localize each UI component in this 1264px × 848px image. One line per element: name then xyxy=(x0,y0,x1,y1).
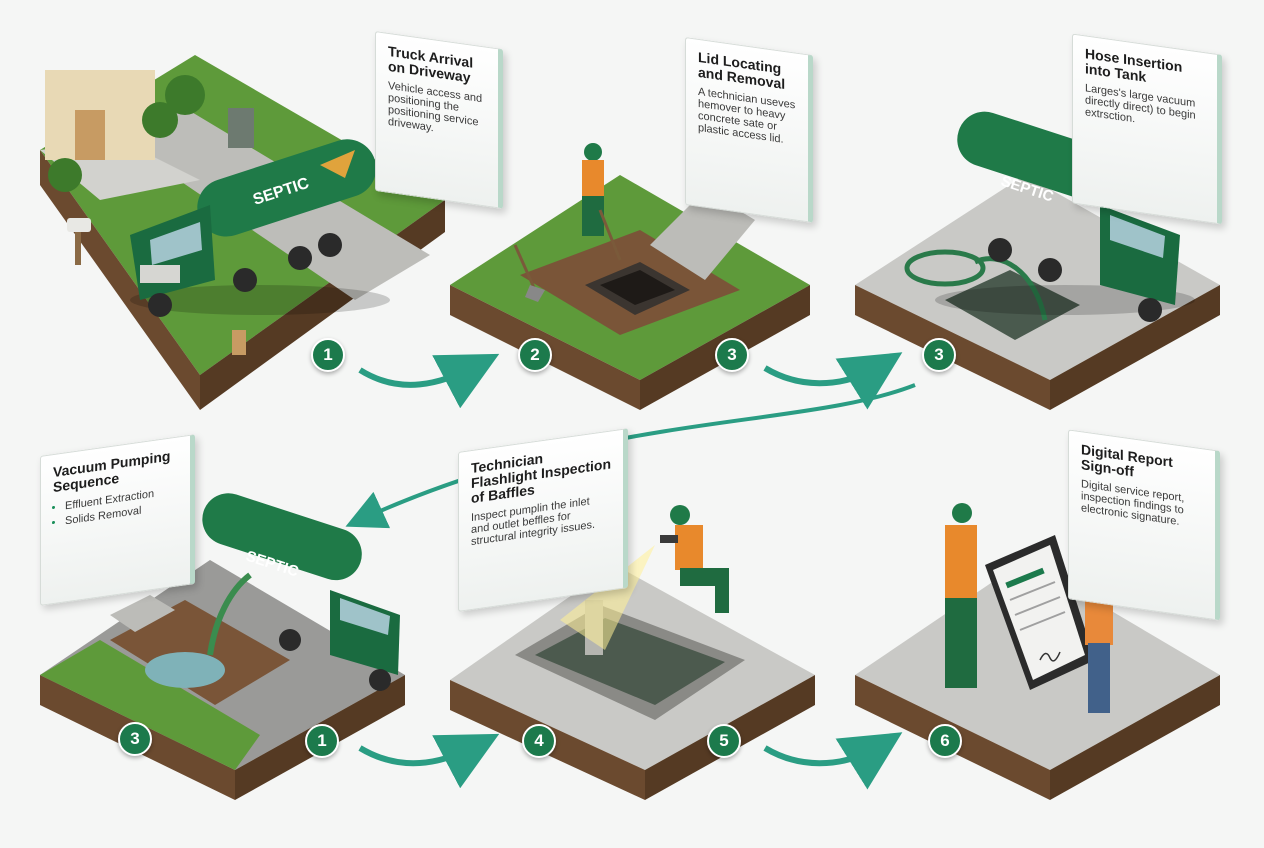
arrow-2-3 xyxy=(763,352,903,410)
vacuum-hose xyxy=(207,572,252,656)
step-card-flashlight-inspection: Technician Flashlight Inspection of Baff… xyxy=(458,428,628,612)
bush xyxy=(142,102,178,138)
bush xyxy=(165,75,205,115)
bush xyxy=(48,158,82,192)
arrow-1-2 xyxy=(358,353,500,409)
step-card-vacuum-pumping: Vacuum Pumping Sequence Effluent Extract… xyxy=(40,434,195,606)
technician xyxy=(582,143,622,261)
septic-truck: SEPTIC xyxy=(130,139,390,317)
fence-post xyxy=(232,330,246,355)
trash-bin xyxy=(228,108,254,148)
technician xyxy=(660,505,729,613)
step-badge: 1 xyxy=(305,724,339,758)
concrete-lid xyxy=(650,190,755,280)
mailbox-post xyxy=(75,225,81,265)
step-description: Vehicle access and positioning the posit… xyxy=(388,79,483,135)
step-badge: 2 xyxy=(518,338,552,372)
tile-digital-signoff xyxy=(855,503,1220,800)
step-badge: 1 xyxy=(311,338,345,372)
septic-tank xyxy=(145,652,225,688)
mailbox xyxy=(67,218,91,232)
shovel xyxy=(513,244,537,291)
tile-driveway: SEPTIC xyxy=(40,55,445,410)
step-card-lid-removal: Lid Locating and Removal A technician us… xyxy=(685,37,813,223)
step-card-hose-insertion: Hose Insertion into Tank Larges's large … xyxy=(1072,33,1222,225)
septic-truck: SEPTIC xyxy=(202,493,400,691)
step-badge: 6 xyxy=(928,724,962,758)
step-badge: 3 xyxy=(715,338,749,372)
step-card-truck-arrival: Truck Arrival on Driveway Vehicle access… xyxy=(375,31,503,209)
flashlight-beam xyxy=(560,545,655,650)
hose-coil xyxy=(904,249,986,287)
arrow-5-6 xyxy=(763,732,903,790)
step-badge: 4 xyxy=(522,724,556,758)
excavation-pit xyxy=(110,600,290,705)
tank-opening xyxy=(945,270,1080,340)
step-description: A technician useves hemover to heavy con… xyxy=(698,85,796,146)
technician xyxy=(945,503,977,688)
step-card-digital-signoff: Digital Report Sign-off Digital service … xyxy=(1068,429,1220,621)
arrow-4-5 xyxy=(358,733,500,789)
step-badge: 5 xyxy=(707,724,741,758)
tank-lid xyxy=(110,595,175,632)
house-door xyxy=(75,110,105,160)
step-badge: 3 xyxy=(118,722,152,756)
step-badge: 3 xyxy=(922,338,956,372)
tablet-device xyxy=(985,535,1095,690)
